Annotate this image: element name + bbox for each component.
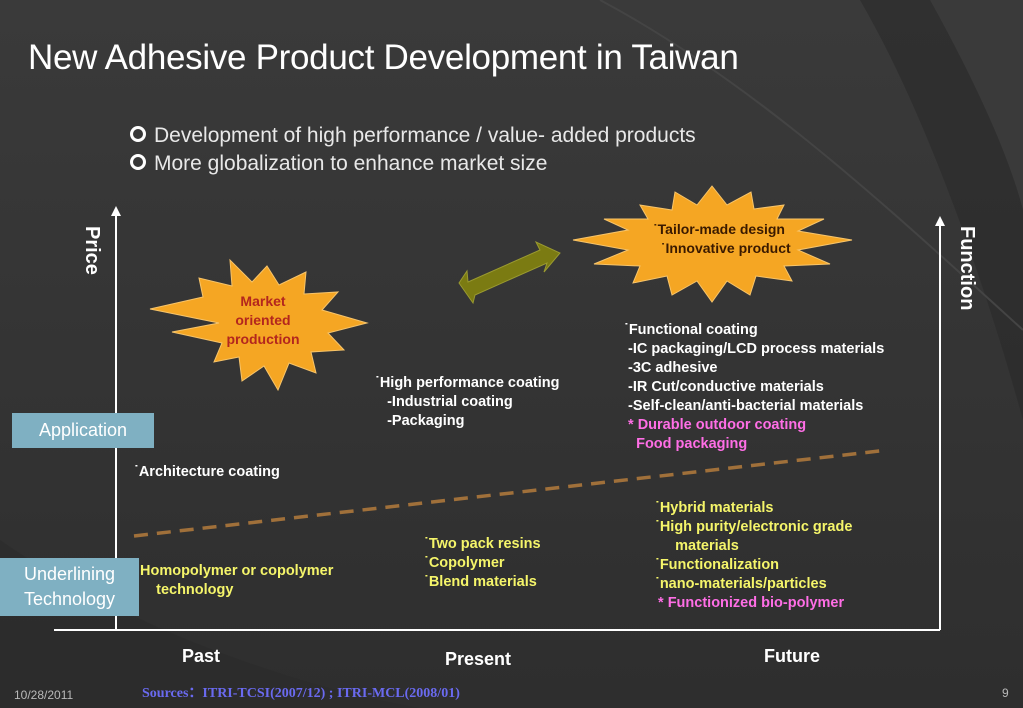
sources-citation: Sources：ITRI-TCSI(2007/12) ; ITRI-MCL(20… — [142, 686, 460, 701]
application-future-highlight: * Durable outdoor coating Food packaging — [628, 417, 807, 452]
bullet-item-1: Development of high performance / value-… — [130, 124, 696, 148]
technology-past-text: Homopolymer or copolymer technology — [140, 563, 334, 598]
slide-title: New Adhesive Product Development in Taiw… — [28, 38, 739, 77]
bullet-ring-icon — [130, 126, 146, 143]
left-star-burst — [149, 258, 369, 392]
slide-date: 10/28/2011 — [14, 688, 74, 702]
bullet-ring-icon — [130, 154, 146, 171]
application-label: Application — [12, 413, 154, 448]
bullet-item-2: More globalization to enhance market siz… — [130, 152, 547, 176]
technology-future-highlight: * Functionized bio-polymer — [654, 595, 845, 611]
era-present-label: Present — [445, 649, 512, 669]
era-future-label: Future — [764, 646, 820, 666]
application-future-text: ˙Functional coating -IC packaging/LCD pr… — [624, 322, 885, 414]
slide-page-number: 9 — [1002, 686, 1009, 700]
dashed-divider — [133, 448, 889, 538]
technology-present-text: ˙Two pack resins ˙Copolymer ˙Blend mater… — [424, 536, 541, 590]
function-axis-arrowhead — [935, 216, 945, 226]
application-past-text: ˙Architecture coating — [134, 464, 280, 480]
price-axis-arrowhead — [111, 206, 121, 216]
bullet-text-2: More globalization to enhance market siz… — [154, 152, 548, 175]
double-arrow — [458, 240, 561, 305]
left-star-text: Market oriented production — [226, 293, 300, 347]
right-star-text: ˙Tailor-made design ˙Innovative product — [653, 221, 791, 256]
right-star-burst — [572, 185, 853, 303]
application-present-text: ˙High performance coating -Industrial co… — [375, 375, 560, 429]
function-axis-label: Function — [956, 226, 978, 311]
bullet-text-1: Development of high performance / value-… — [154, 124, 696, 147]
era-past-label: Past — [182, 646, 221, 666]
technology-future-text: ˙Hybrid materials ˙High purity/electroni… — [655, 500, 853, 592]
price-axis-label: Price — [81, 226, 103, 275]
technology-label: Underlining Technology — [0, 558, 139, 616]
